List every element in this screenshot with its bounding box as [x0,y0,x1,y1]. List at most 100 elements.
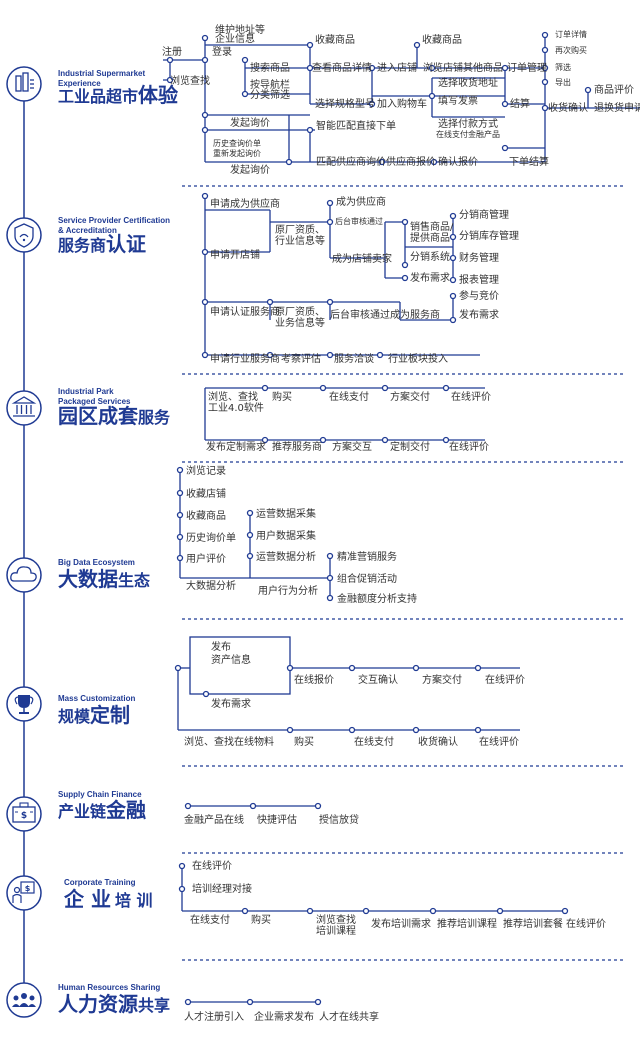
section-en-line1: Corporate Training [64,878,136,887]
node-register: 注册 [162,45,182,58]
node-behavior: 用户行为分析 [258,584,318,597]
section-en-line1: Big Data Ecosystem [58,558,135,567]
svg-text:$: $ [25,884,31,893]
node-quote: 在线报价 [294,673,334,686]
node-pay: 在线支付 [354,735,394,748]
section-title-s5: Mass Customization 规模定制 [58,694,135,727]
node-finance: 财务管理 [459,251,499,264]
node-confirm: 交互确认 [358,673,398,686]
section-cn-title: 产业链金融 [58,798,146,822]
s5-labels: 发布 资产信息 发布需求 在线报价 交互确认 方案交付 在线评价 浏览、查找在线… [184,640,525,748]
s1-nodes [166,31,592,166]
node-report: 报表管理 [459,273,499,286]
node-search: 搜索商品 [250,61,290,74]
node-bigdata: 大数据分析 [186,579,236,592]
node-export: 导出 [555,77,571,87]
node-loan: 授信放贷 [319,813,359,826]
node-review2: 在线评价 [449,440,489,453]
node-credit: 金融额度分析支持 [337,592,417,605]
node-invoice: 填写发票 [438,94,478,107]
node-negotiate: 服务洽谈 [334,352,374,365]
section-title-s6: Supply Chain Finance 产业链金融 [58,790,146,822]
node-bid: 参与竞价 [459,289,499,302]
node-recommend: 推荐培训课程 [437,917,497,930]
node-browse-rec: 浏览记录 [186,464,226,477]
section-en-line1: Supply Chain Finance [58,790,142,799]
node-sector-join: 行业板块投入 [388,352,448,365]
s5-nodes [174,664,482,734]
s3-nodes [261,384,450,444]
section-cn-title: 服务商认证 [58,232,146,256]
section-title-s8: Human Resources Sharing 人力资源共享 [58,983,170,1016]
node-pay-sub2: 金融产品 [468,129,500,139]
node-confirm-recv: 收货确认 [418,735,458,748]
node-match-supplier: 匹配供应商询价 [316,155,386,168]
section-cn-small: 培 训 [115,891,153,910]
node-add-cart: 加入购物车 [377,97,427,110]
cloud-icon [6,557,42,593]
node-hist2: 重新发起询价 [213,148,261,158]
s3-labels: 浏览、查找 工业4.0软件 购买 在线支付 方案交付 在线评价 发布定制需求 推… [206,390,491,453]
node-browse: 浏览查找 [170,74,210,87]
s4-nodes [176,466,334,602]
node-order-detail: 订单详情 [555,29,587,39]
section-en-line1: Human Resources Sharing [58,983,160,992]
node-hist1: 历史查询价单 [213,138,261,148]
section-title-s7: Corporate Training 企 业培 训 [63,878,153,911]
node-recommend: 推荐服务商 [272,440,322,453]
s2-lines [204,196,480,356]
s2-labels: 申请成为供应商 成为供应商 原厂资质、 行业信息等 后台审核通过 申请开店铺 成… [210,195,519,365]
section-en-line1: Industrial Supermarket [58,69,145,78]
node-factory4: 业务信息等 [275,316,325,329]
section-cn-small: 工业品超市 [58,87,138,106]
node-buy: 购买 [272,390,292,403]
node-become-service: 成为服务商 [390,308,440,321]
node-publish1: 发布 [211,640,231,653]
node-open-shop: 申请开店铺 [210,248,260,261]
section-title-s4: Big Data Ecosystem 大数据生态 [58,558,150,591]
node-company: 企业信息 [215,32,255,45]
node-evaluate: 考察评估 [281,352,321,365]
s7-labels: 在线评价 培训经理对接 在线支付 购买 浏览查找 培训课程 发布培训需求 推荐培… [190,859,606,937]
node-pay-sub1: 在线支付 [436,129,468,139]
columns-icon [6,390,42,426]
node-inquiry: 发起询价 [230,116,270,129]
node-user-collect: 用户数据采集 [256,529,316,542]
node-order-mgmt: 订单管理 [507,61,547,74]
node-sell2: 提供商品 [410,231,450,244]
node-apply-industry: 申请行业服务商 [210,352,280,365]
node-post-demand2: 发布需求 [459,308,499,321]
node-interact: 方案交互 [332,440,372,453]
node-settle: 结算 [510,97,530,110]
node-promo: 组合促销活动 [337,572,397,585]
section-en-line2: Experience [58,79,101,88]
node-maintain: 维护地址等 [215,23,265,36]
node-review2: 在线评价 [479,735,519,748]
node-factory1: 原厂资质、 [275,224,325,236]
section-cn-big: 人力资源 [58,992,138,1016]
node-nav2: 分类筛选 [250,88,290,101]
node-products: 金融产品在线 [184,813,244,826]
node-op-collect: 运营数据采集 [256,507,316,520]
node-goods-review: 商品评价 [594,83,634,96]
section-cn-small: 生态 [118,571,150,590]
s8-labels: 人才注册引入 企业需求发布 人才在线共享 [184,1010,379,1023]
trophy-icon [6,686,42,722]
section-title-s1: Industrial Supermarket Experience 工业品超市体… [58,69,178,107]
node-browse1: 浏览查找 [316,913,356,926]
node-browse-other: 浏览店铺其他商品 [423,61,503,74]
section-cn-small: 服务商 [58,236,106,255]
section-cn-small: 规模 [58,707,91,726]
svg-text:$: $ [21,811,27,821]
node-pay: 在线支付 [329,390,369,403]
s6-nodes [184,802,322,810]
node-fav-shop: 收藏店铺 [186,487,226,500]
node-distribution: 分销系统 [410,250,450,263]
node-login: 登录 [212,45,232,58]
node-dock: 培训经理对接 [192,882,252,895]
section-cn-big: 金融 [105,798,146,822]
section-cn-big: 大数据 [58,567,118,591]
node-op-analysis: 运营数据分析 [256,550,316,563]
node-post: 企业需求发布 [254,1010,314,1023]
